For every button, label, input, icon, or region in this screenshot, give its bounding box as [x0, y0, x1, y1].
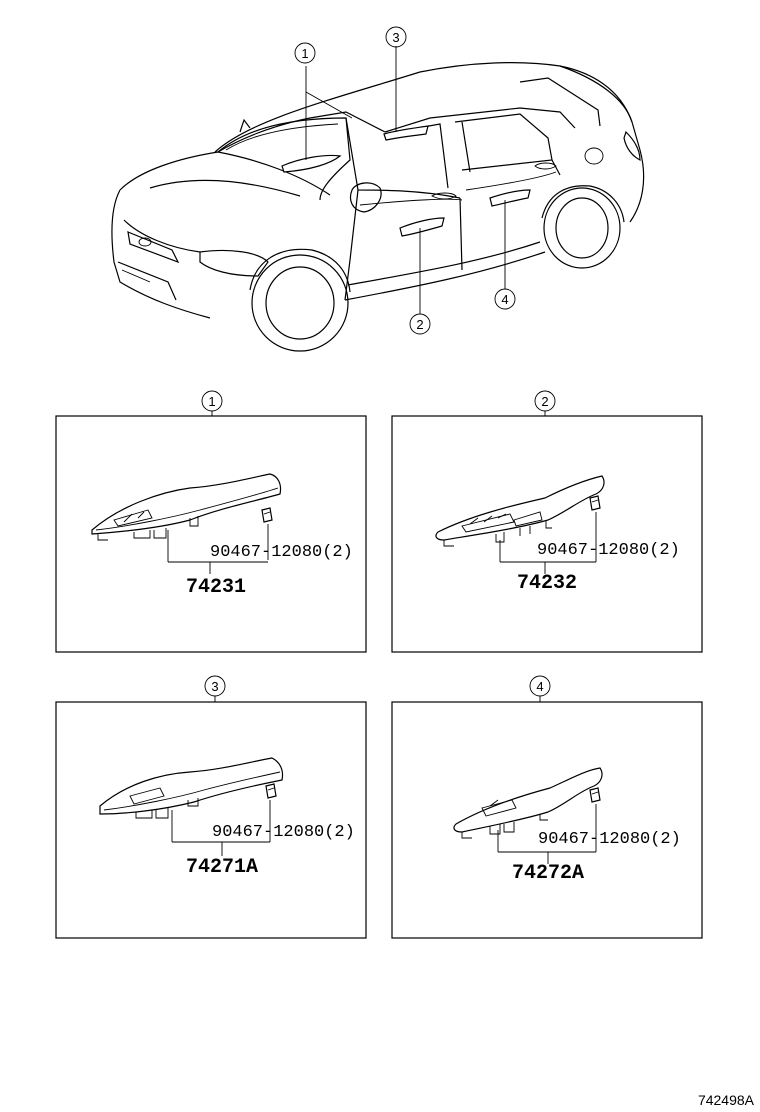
callout-1: 1	[294, 42, 316, 64]
car-switch-2-mark	[399, 217, 445, 237]
fastener-label-1: 90467-12080(2)	[210, 543, 353, 562]
car-switch-1-mark	[281, 154, 342, 173]
callout-4: 4	[494, 288, 516, 310]
part-number-3: 74271A	[186, 856, 258, 879]
clip-4	[589, 787, 601, 803]
panel-3: 3 90467-12080(2) 74271A	[55, 675, 367, 939]
panel-3-number: 3	[211, 679, 218, 694]
svg-text:1: 1	[301, 46, 308, 61]
fastener-label-2: 90467-12080(2)	[537, 541, 680, 560]
svg-text:2: 2	[416, 317, 423, 332]
fastener-label-4: 90467-12080(2)	[538, 830, 681, 849]
car-switch-3-mark	[383, 125, 429, 141]
panel-1-number: 1	[208, 394, 215, 409]
clip-3	[265, 783, 277, 799]
switch-part-74232	[435, 475, 605, 547]
callout-2: 2	[409, 313, 431, 335]
switch-part-74272A	[453, 767, 603, 839]
part-number-1: 74231	[186, 576, 246, 599]
panel-4-frame	[391, 701, 703, 939]
car-switch-4-mark	[489, 189, 531, 207]
part-number-2: 74232	[517, 572, 577, 595]
clip-1	[261, 507, 273, 523]
part-number-4: 74272A	[512, 862, 584, 885]
panel-4: 4 90467-12080(2) 74272A	[391, 675, 703, 939]
callout-3: 3	[385, 26, 407, 48]
panel-3-frame	[55, 701, 367, 939]
panel-2-number: 2	[541, 394, 548, 409]
panel-2: 2 90467-12080(2) 74232	[391, 390, 703, 653]
svg-text:4: 4	[501, 292, 508, 307]
switch-part-74231	[91, 473, 282, 541]
svg-text:3: 3	[392, 30, 399, 45]
switch-part-74271A	[99, 757, 284, 819]
panel-1: 1 90467-12080(2) 74231	[55, 390, 367, 653]
fastener-label-3: 90467-12080(2)	[212, 823, 355, 842]
panel-2-frame	[391, 415, 703, 653]
reference-code: 742498A	[697, 1092, 754, 1108]
clip-2	[589, 495, 601, 511]
panel-4-number: 4	[536, 679, 543, 694]
car-illustration	[111, 46, 645, 352]
panel-1-frame	[55, 415, 367, 653]
